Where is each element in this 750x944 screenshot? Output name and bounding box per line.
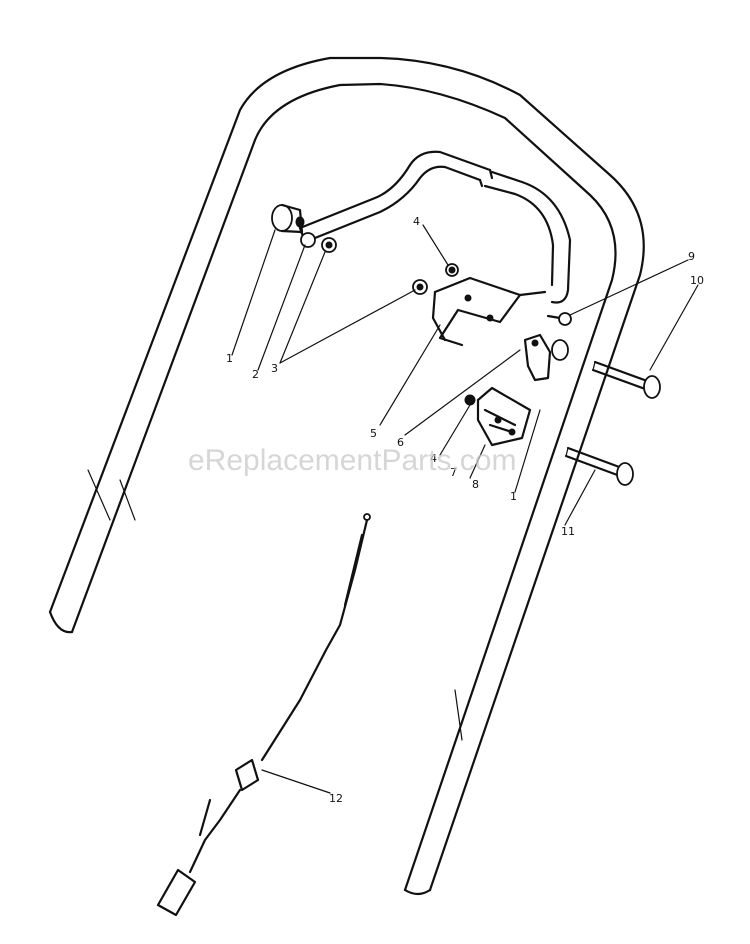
callout-2: 2 — [252, 368, 259, 381]
callout-4: 4 — [413, 215, 420, 228]
handle-frame — [48, 56, 645, 896]
callout-4b: 4 — [430, 452, 437, 465]
callout-7: 7 — [450, 466, 457, 479]
callout-9: 9 — [688, 250, 695, 263]
callout-3: 3 — [271, 362, 278, 375]
callout-8: 8 — [472, 478, 479, 491]
lever-part — [523, 333, 569, 382]
clamp-block-part — [464, 386, 532, 447]
callout-6: 6 — [397, 436, 404, 449]
callout-11: 11 — [561, 525, 575, 538]
washer-nut-parts — [300, 232, 459, 295]
callout-labels: 1 1 2 3 4 4 5 6 7 8 9 10 11 12 — [226, 215, 704, 805]
watermark: eReplacementParts.com — [188, 444, 516, 477]
screw-part — [546, 312, 572, 326]
control-cable-part — [156, 513, 371, 917]
leader-lines — [231, 224, 699, 794]
control-bail — [298, 150, 572, 304]
carriage-bolts — [564, 360, 661, 486]
callout-5: 5 — [370, 427, 377, 440]
bushing-part — [271, 203, 305, 234]
bracket-part — [431, 276, 547, 347]
callout-12: 12 — [329, 792, 343, 805]
callout-1b: 1 — [510, 490, 517, 503]
callout-1: 1 — [226, 352, 233, 365]
callout-10: 10 — [690, 274, 704, 287]
